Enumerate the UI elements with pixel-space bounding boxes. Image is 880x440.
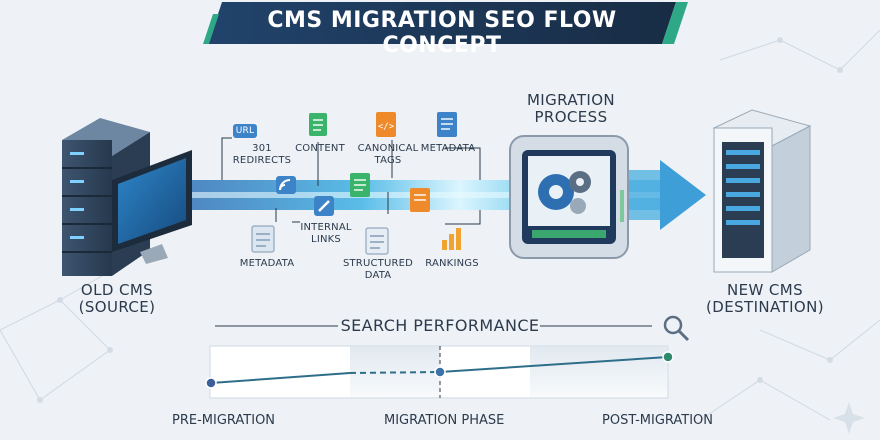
label-metadata-bottom: METADATA [239,258,295,269]
label-old-cms: OLD CMS (SOURCE) [62,281,172,317]
canonical-code-icon: </> [376,112,396,137]
label-redirects: REDIRECTS [232,154,292,166]
performance-line-pre [210,372,351,384]
label-content: CONTENT [295,143,345,154]
title-banner [203,2,688,44]
page-title: CMS MIGRATION SEO FLOW CONCEPT [267,8,617,58]
label-data: DATA [364,269,392,281]
old-cms-monitor [112,150,192,264]
label-rankings: RANKINGS [425,258,479,269]
label-internal-links: INTERNAL LINKS [294,222,358,245]
new-cms-server [712,109,812,273]
internal-link-key-icon [314,196,334,216]
metadata-document-icon [437,112,457,137]
performance-line-post [439,356,669,373]
label-new-cms-line2: (DESTINATION) [706,298,824,317]
label-internal: INTERNAL [300,222,352,233]
sparkle-icon [833,402,865,434]
phase-label-pre-migration: PRE-MIGRATION [172,413,276,428]
rankings-bar-chart-icon [442,228,461,250]
label-canonical: CANONICAL [357,143,419,154]
label-new-cms-line1: NEW CMS [726,281,804,299]
label-301: 301 [252,143,272,154]
orange-document-icon [410,188,430,212]
label-metadata-top: METADATA [420,143,476,154]
label-migration-process: MIGRATION PROCESS [506,91,636,127]
magnifier-icon [663,315,690,342]
structured-data-document-icon [365,227,389,255]
label-canonical-tags: CANONICAL TAGS [350,143,426,166]
url-badge-label: URL [235,126,255,136]
svg-text:</>: </> [378,122,395,132]
phase-label-post-migration: POST-MIGRATION [602,413,714,428]
label-migration: MIGRATION [526,91,616,109]
background-dots [37,37,843,403]
chart-title: SEARCH PERFORMANCE [340,316,540,335]
phase-label-migration-phase: MIGRATION PHASE [384,413,505,428]
metadata-bottom-document-icon [251,225,275,253]
rss-feed-icon [276,176,296,194]
green-document-icon [350,173,370,197]
label-new-cms: NEW CMS (DESTINATION) [700,281,830,317]
performance-chart [205,345,674,399]
label-structured: STRUCTURED [342,258,414,269]
element-connectors [221,137,481,225]
migration-progress-bar [532,230,606,238]
label-structured-data: STRUCTURED DATA [336,258,420,281]
point-pre-migration [205,377,217,389]
content-document-icon [309,113,327,136]
url-badge-icon [233,124,257,138]
label-301-redirects: 301 REDIRECTS [222,143,302,166]
point-migration-phase [434,366,446,378]
label-links: LINKS [311,233,341,245]
label-tags: TAGS [374,154,402,166]
migration-process-device [509,135,629,259]
point-post-migration [662,351,674,363]
label-process: PROCESS [534,108,608,127]
label-old-cms-line2: (SOURCE) [78,298,156,317]
flow-arrow-head [660,160,706,230]
label-old-cms-line1: OLD CMS [80,281,154,299]
performance-line-transition [349,371,441,374]
gear-icon [538,171,591,214]
